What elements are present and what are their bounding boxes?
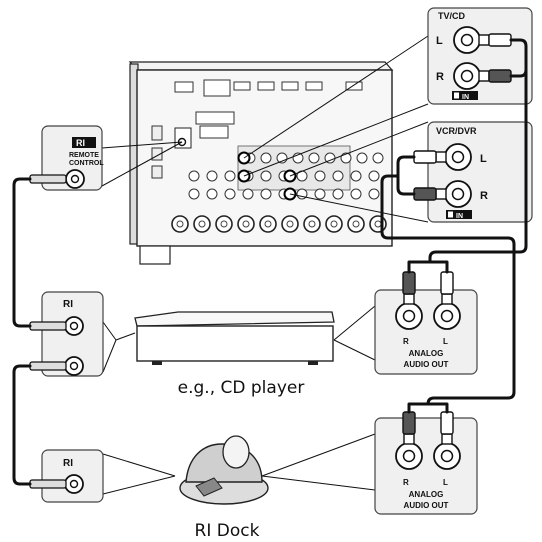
- analog-out-dock-right-label: R: [403, 478, 409, 487]
- analog-out-cd-right-label: R: [403, 337, 409, 346]
- tvcd-cable: [407, 56, 528, 274]
- analog-out-cd-left-label: L: [443, 337, 448, 346]
- callout-lines: [101, 35, 429, 495]
- analog-out-dock-left-plug: [440, 411, 454, 435]
- ri-dock-caption: RI Dock: [195, 521, 260, 541]
- remote-label-line2: CONTROL: [69, 160, 104, 167]
- ri-dock: [179, 435, 269, 505]
- tvcd-left-label: L: [436, 35, 443, 47]
- analog-out-dock-left-label: L: [443, 478, 448, 487]
- vcrdvr-left-label: L: [480, 153, 487, 165]
- remote-control-panel: RI REMOTE CONTROL: [29, 125, 104, 191]
- dock-ri-logo: RI: [63, 458, 73, 469]
- tvcd-jack-panel: TV/CD L R IN: [427, 7, 533, 105]
- vcrdvr-in-badge: IN: [456, 213, 463, 220]
- vcrdvr-right-plug: [413, 187, 437, 201]
- analog-out-cd-right-plug: [402, 271, 416, 295]
- tvcd-right-plug: [488, 69, 512, 83]
- vcrdvr-left-plug: [413, 150, 437, 164]
- vcrdvr-jack-panel: VCR/DVR L R IN: [413, 121, 533, 223]
- remote-label-line1: REMOTE: [69, 152, 99, 159]
- vcrdvr-title: VCR/DVR: [436, 126, 477, 136]
- tvcd-right-label: R: [436, 71, 444, 83]
- analog-out-dock-line2: AUDIO OUT: [404, 501, 449, 510]
- tvcd-title: TV/CD: [438, 11, 466, 21]
- remote-ri-logo: RI: [76, 138, 85, 148]
- analog-out-cd-line2: AUDIO OUT: [404, 360, 449, 369]
- tvcd-in-badge: IN: [462, 94, 469, 101]
- remote-plug: [29, 174, 67, 184]
- cd-ri-panel: RI: [29, 291, 104, 377]
- analog-out-dock-line1: ANALOG: [409, 490, 444, 499]
- vcrdvr-pair-bridge: [396, 155, 416, 196]
- cd-ri-plug-bottom: [29, 361, 67, 371]
- analog-out-cd-line1: ANALOG: [409, 349, 444, 358]
- analog-out-cd-panel: R L ANALOG AUDIO OUT: [374, 271, 478, 375]
- ri-cable-cd-to-dock: [12, 364, 32, 486]
- ri-cable-remote-to-cd: [12, 177, 32, 328]
- cd-player-caption: e.g., CD player: [178, 378, 305, 398]
- vcrdvr-cable: [380, 174, 516, 414]
- cd-ri-logo: RI: [63, 299, 73, 310]
- analog-out-cd-left-plug: [440, 271, 454, 295]
- analog-out-dock-panel: R L ANALOG AUDIO OUT: [374, 411, 478, 515]
- analog-out-dock-right-plug: [402, 411, 416, 435]
- dock-ri-plug: [29, 479, 67, 489]
- cd-player: [134, 311, 335, 365]
- av-receiver: [128, 61, 394, 265]
- cables: [12, 38, 528, 486]
- dock-ri-panel: RI: [29, 449, 104, 503]
- cd-ri-plug-top: [29, 321, 67, 331]
- tvcd-left-plug: [488, 33, 512, 47]
- vcrdvr-right-label: R: [480, 190, 488, 202]
